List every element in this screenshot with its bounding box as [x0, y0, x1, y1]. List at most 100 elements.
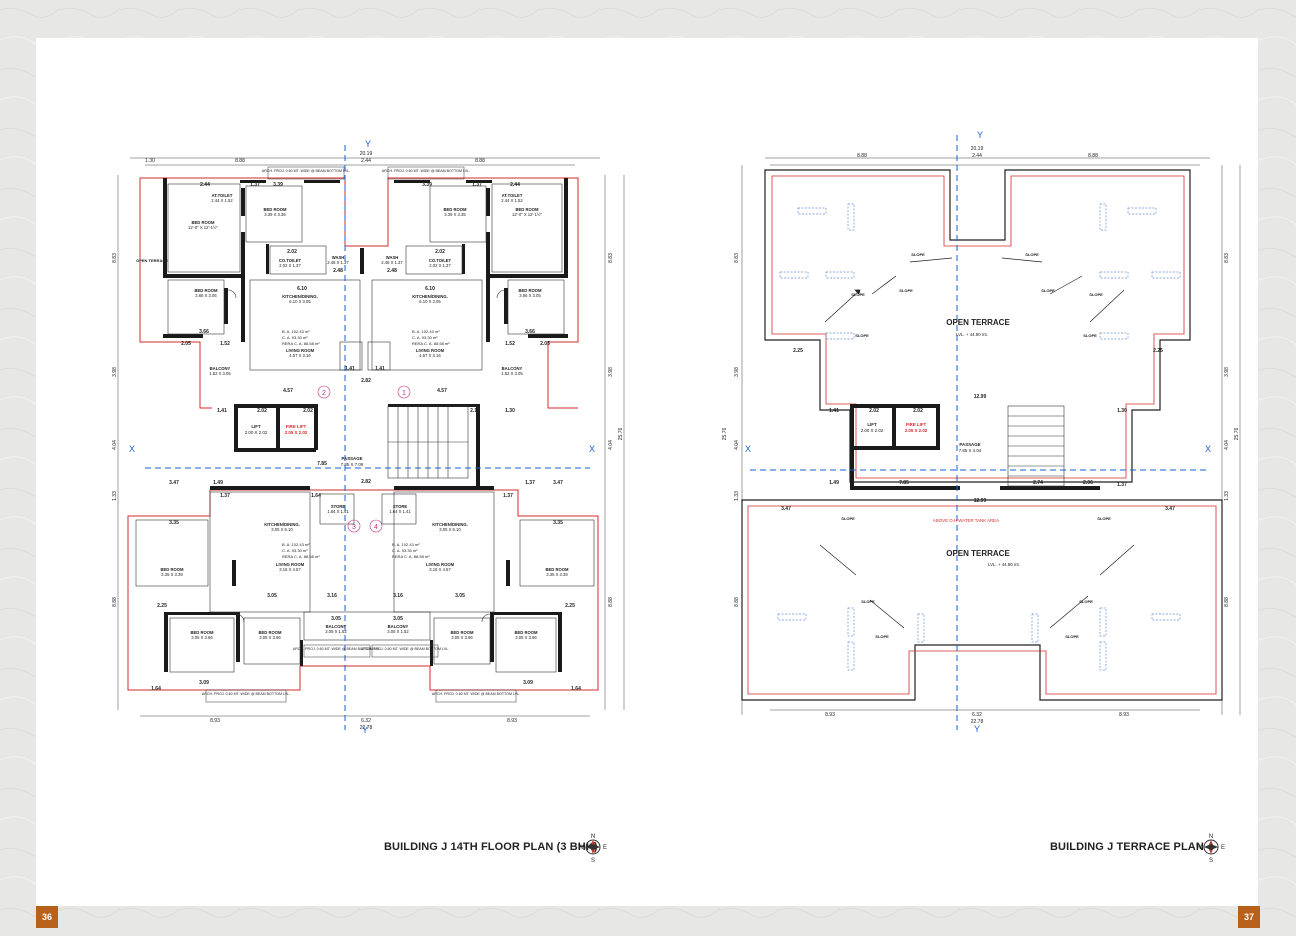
svg-text:C. A. 93.30 m²: C. A. 93.30 m² — [392, 548, 418, 553]
compass-e: E — [603, 845, 607, 851]
flat-number-3: 3 — [352, 524, 356, 531]
room-name: AT.TOILET — [212, 193, 233, 198]
dim-side-mid1: 3.98 — [734, 367, 740, 377]
svg-text:2.48: 2.48 — [333, 268, 343, 274]
compass-s: S — [591, 858, 595, 862]
flat-number-2: 2 — [322, 390, 326, 397]
svg-text:8.88: 8.88 — [1224, 597, 1230, 607]
axis-x-label: X — [589, 444, 595, 454]
svg-text:1.49: 1.49 — [829, 480, 839, 486]
dim-top-core: 2.44 — [972, 153, 982, 159]
svg-text:2.74: 2.74 — [1033, 480, 1043, 486]
room-size: 3.05 X 3.66 — [259, 635, 281, 640]
fire-lift-label: FIRE LIFT — [906, 422, 927, 427]
dim-bottom-total: 22.78 — [971, 719, 984, 725]
svg-text:1.49: 1.49 — [213, 480, 223, 486]
svg-text:SLOPE: SLOPE — [875, 634, 889, 639]
svg-text:1.64: 1.64 — [311, 493, 321, 499]
svg-text:3.66: 3.66 — [525, 329, 535, 335]
room-name: BALCONY — [388, 624, 409, 629]
dim-top-left: 8.88 — [235, 158, 245, 164]
svg-text:S: S — [1209, 858, 1213, 862]
svg-text:8.88: 8.88 — [608, 597, 614, 607]
dim-bottom-right: 8.93 — [507, 718, 517, 724]
compass-icon: N S E W — [1196, 834, 1225, 862]
dim-top-left: 8.88 — [857, 153, 867, 159]
svg-text:6.10: 6.10 — [425, 286, 435, 292]
room-name: LIVING ROOM — [286, 348, 315, 353]
compass-n: N — [591, 834, 595, 840]
flat-number-4: 4 — [374, 524, 378, 531]
room-size: 12'-0" X 12'-1½" — [188, 225, 218, 230]
room-size: 3.05 X 6.10 — [439, 527, 461, 532]
svg-text:1.37: 1.37 — [220, 493, 230, 499]
room-name: KITCHEN/DINING. — [432, 522, 468, 527]
dim-side-bottom: 8.88 — [112, 597, 118, 607]
svg-text:X: X — [129, 444, 135, 454]
right-terrace-plan: 8.88 20.19 2.44 8.88 8.83 3.98 4.04 1.33… — [722, 130, 1241, 734]
dim-top-total: 20.19 — [971, 146, 984, 152]
page-number-left: 36 — [36, 906, 58, 928]
svg-text:3.39: 3.39 — [422, 182, 432, 188]
svg-text:ARCH. PROJ. 0.60 MT. WIDE @ BE: ARCH. PROJ. 0.60 MT. WIDE @ BEAM BOTTOM … — [432, 692, 520, 696]
svg-text:3.05: 3.05 — [455, 593, 465, 599]
svg-text:3.09: 3.09 — [199, 680, 209, 686]
svg-text:RERA C. A. 88.58 m²: RERA C. A. 88.58 m² — [282, 554, 320, 559]
svg-text:N: N — [1209, 834, 1213, 840]
area-line: B. A. 102.43 m² — [412, 329, 440, 334]
area-line: RERA C. A. 88.58 m² — [282, 341, 320, 346]
svg-text:2.48: 2.48 — [387, 268, 397, 274]
room-name: LIVING ROOM — [426, 562, 455, 567]
flat-number-1: 1 — [402, 390, 406, 397]
svg-text:2.17: 2.17 — [470, 408, 480, 414]
terrace-bottom-level: LVL. + 44.90 mt. — [988, 562, 1020, 567]
svg-text:12.99: 12.99 — [974, 394, 987, 400]
svg-text:SLOPE: SLOPE — [1097, 516, 1111, 521]
svg-text:3.09: 3.09 — [523, 680, 533, 686]
svg-text:SLOPE: SLOPE — [1041, 288, 1055, 293]
area-line: B. A. 102.43 m² — [282, 329, 310, 334]
room-size: 4.57 X 3.16 — [289, 353, 311, 358]
svg-text:3.66: 3.66 — [199, 329, 209, 335]
svg-text:E: E — [1221, 845, 1225, 851]
room-name: WASH — [332, 255, 345, 260]
arch-note: ARCH. PROJ. 0.60 MT. WIDE @ BEAM BOTTOM … — [382, 169, 470, 173]
area-line: RERA C. A. 88.58 m² — [412, 341, 450, 346]
dim-side-mid2: 4.04 — [112, 440, 118, 450]
dim-bottom-left: 8.93 — [825, 712, 835, 718]
room-name: LIVING ROOM — [416, 348, 445, 353]
svg-text:2.25: 2.25 — [565, 603, 575, 609]
room-size: 1.64 X 1.41 — [389, 509, 411, 514]
white-sheet — [36, 38, 1258, 906]
room-name: KITCHEN/DINING. — [264, 522, 300, 527]
dim-side-total: 25.76 — [618, 428, 624, 441]
right-plan-caption: BUILDING J TERRACE PLAN — [1050, 841, 1204, 853]
svg-text:1.33: 1.33 — [1224, 491, 1230, 501]
room-size: 2.44 X 1.52 — [211, 198, 233, 203]
svg-text:3.98: 3.98 — [608, 367, 614, 377]
room-size: 3.05 X 6.10 — [271, 527, 293, 532]
room-size: 6.10 X 3.05 — [289, 299, 311, 304]
svg-text:1.37: 1.37 — [472, 182, 482, 188]
room-size: 3.05 X 3.66 — [515, 635, 537, 640]
area-line: C. A. 93.30 m² — [282, 335, 308, 340]
svg-text:1.41: 1.41 — [217, 408, 227, 414]
svg-text:3.05: 3.05 — [393, 616, 403, 622]
passage-size: 7.85 X 7.09 — [341, 462, 364, 467]
svg-text:3.47: 3.47 — [1165, 506, 1175, 512]
area-line: C. A. 93.30 m² — [412, 335, 438, 340]
dim-side-top: 8.83 — [734, 253, 740, 263]
room-size: 1.52 X 3.05 — [209, 371, 231, 376]
svg-text:2.05: 2.05 — [181, 341, 191, 347]
svg-text:1.41: 1.41 — [375, 366, 385, 372]
svg-text:B. A. 102.43 m²: B. A. 102.43 m² — [392, 542, 420, 547]
lift-label: LIFT — [867, 422, 877, 427]
room-size: 3.39 X 3.35 — [444, 212, 466, 217]
dim-side-total: 25.76 — [1234, 428, 1240, 441]
svg-text:Y: Y — [974, 724, 980, 734]
svg-text:2.44: 2.44 — [200, 182, 210, 188]
svg-text:3.39: 3.39 — [273, 182, 283, 188]
room-size: 3.39 X 3.35 — [264, 212, 286, 217]
room-size: 3.16 X 4.57 — [279, 567, 301, 572]
